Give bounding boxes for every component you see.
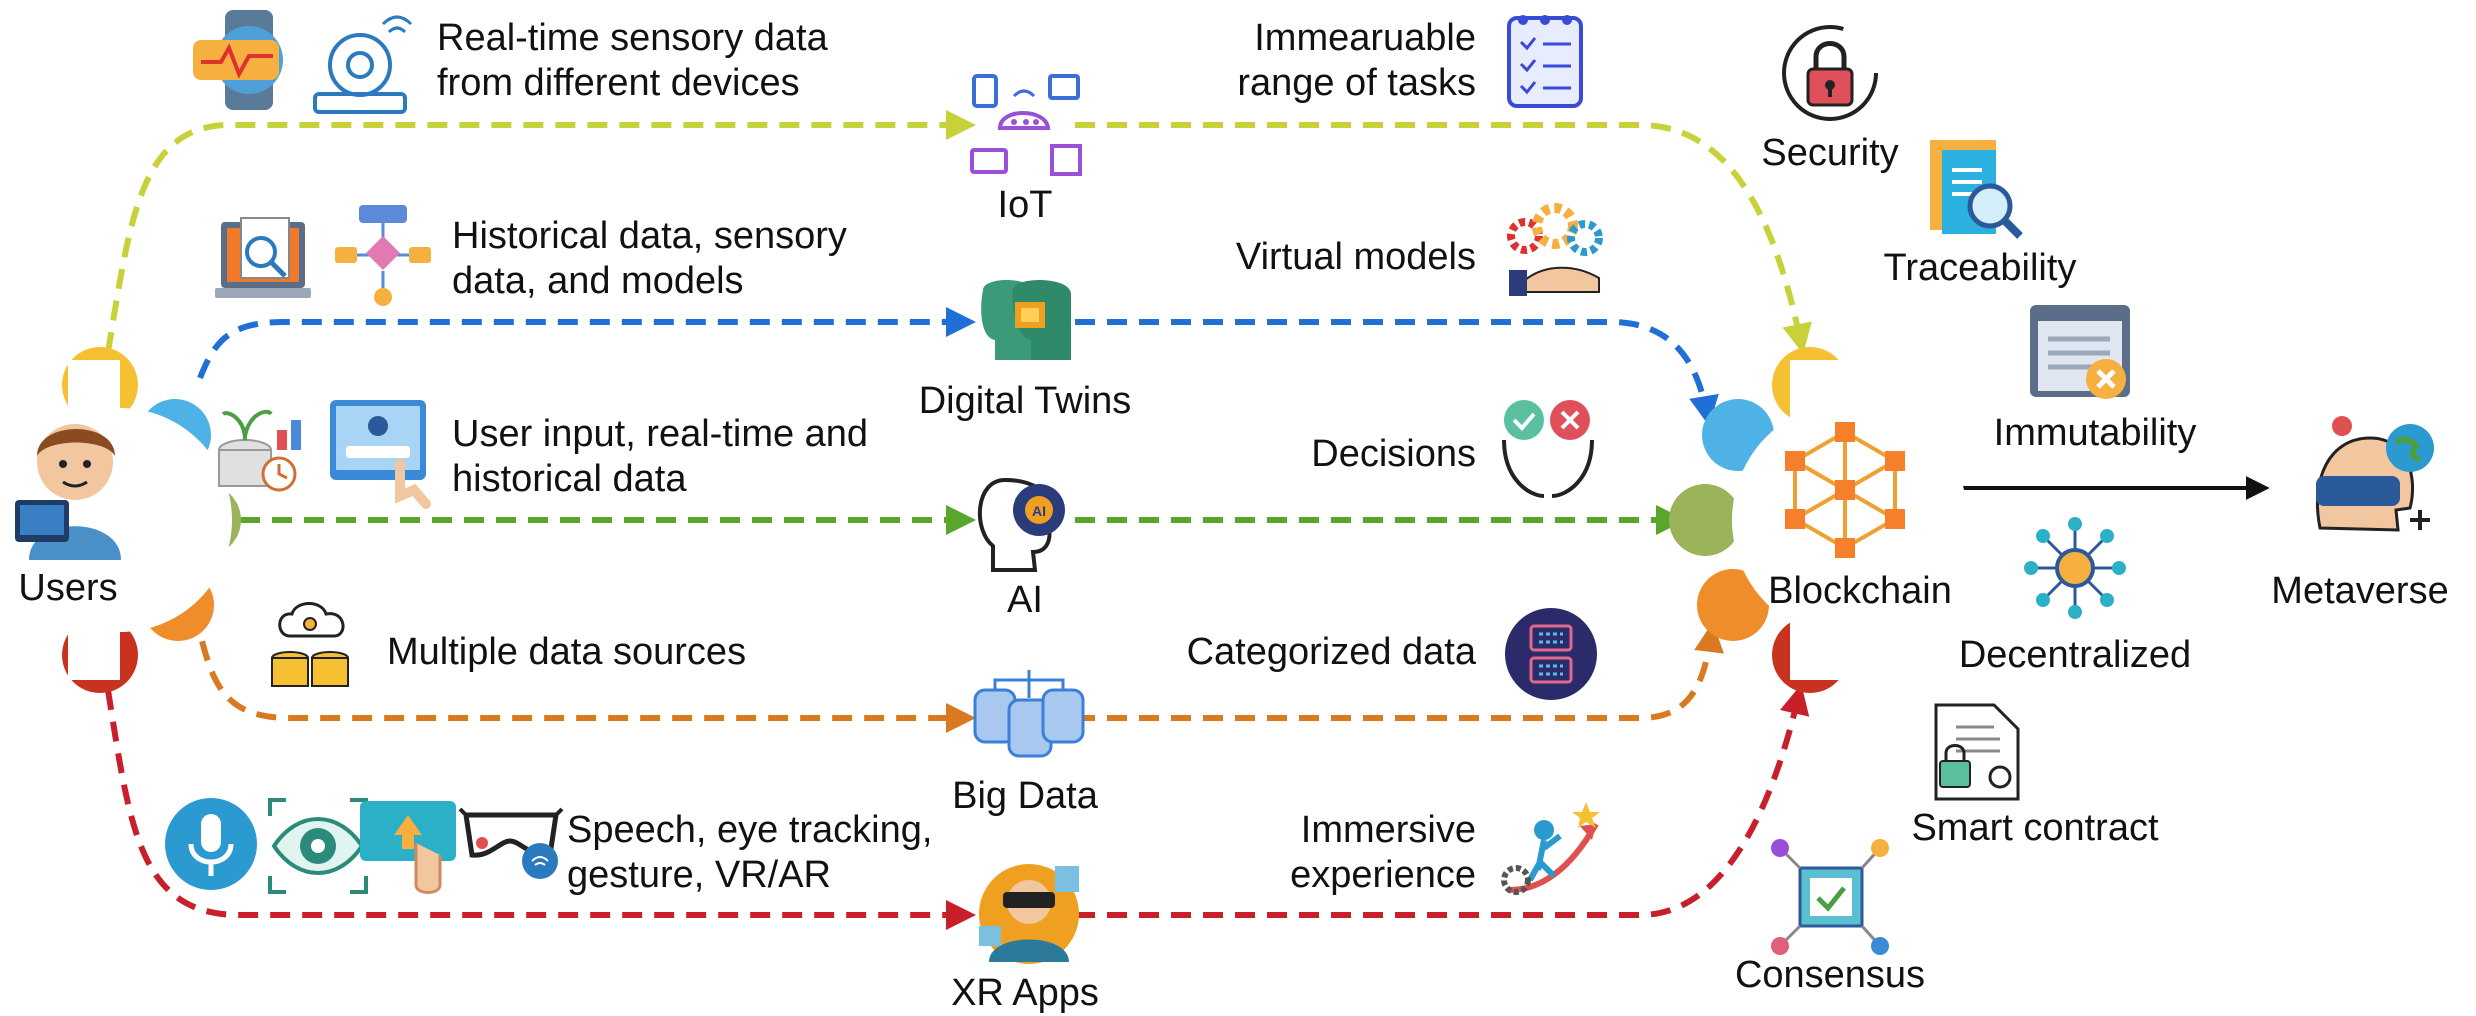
task-checklist-icon xyxy=(1507,15,1583,108)
immersive-experience-icon xyxy=(1501,802,1600,895)
sensor-device-icon xyxy=(313,15,413,114)
gesture-icon xyxy=(360,801,456,894)
vr-headset-icon xyxy=(458,807,564,879)
consensus-icon xyxy=(1771,839,1889,955)
big-data-label: Big Data xyxy=(952,775,1099,817)
immutability-icon xyxy=(2030,305,2130,399)
decentralized-network-icon xyxy=(2024,517,2126,619)
xr-apps-input-label: Speech, eye tracking, gesture, VR/AR xyxy=(567,809,933,896)
traceability-icon xyxy=(1930,140,2023,239)
blockchain-icon xyxy=(1785,422,1905,558)
decentralized-label: Decentralized xyxy=(1959,634,2191,676)
virtual-models-gears-icon xyxy=(1507,203,1603,296)
immutability-label: Immutability xyxy=(1994,412,2197,454)
database-growth-icon xyxy=(218,409,301,492)
smartwatch-icon xyxy=(193,10,283,110)
eye-tracking-icon xyxy=(268,798,368,894)
blockchain-label: Blockchain xyxy=(1768,570,1952,612)
digital-twins-label: Digital Twins xyxy=(919,380,1132,422)
ai-input-label: User input, real-time and historical dat… xyxy=(452,413,869,500)
consensus-label: Consensus xyxy=(1735,954,1925,996)
users-label: Users xyxy=(18,567,117,609)
big-data-input-label: Multiple data sources xyxy=(387,631,747,673)
model-flowchart-icon xyxy=(335,205,431,306)
blockchain-petal-cluster xyxy=(1669,347,1968,693)
traceability-label: Traceability xyxy=(1884,247,2077,289)
categorized-data-icon xyxy=(1505,608,1597,700)
decisions-icon xyxy=(1502,400,1594,498)
security-label: Security xyxy=(1761,132,1898,174)
big-data-output-arrow xyxy=(1075,622,1724,721)
xr-apps-output-label: Immersive experience xyxy=(1290,809,1476,896)
microphone-icon xyxy=(165,798,257,890)
iot-icon xyxy=(970,74,1082,176)
xr-apps-output-arrow xyxy=(1075,684,1810,918)
users-petal-cluster xyxy=(8,347,241,693)
metaverse-label: Metaverse xyxy=(2271,570,2448,612)
security-lock-icon xyxy=(1782,25,1878,121)
smart-contract-icon xyxy=(1934,703,2020,801)
iot-label: IoT xyxy=(998,184,1053,226)
big-data-icon xyxy=(973,670,1085,758)
svg-text:AI: AI xyxy=(1032,503,1046,519)
smart-contract-label: Smart contract xyxy=(1911,807,2159,849)
user-input-form-icon xyxy=(330,400,431,509)
digital-twins-output-label: Virtual models xyxy=(1235,236,1476,278)
iot-output-arrow xyxy=(1075,122,1812,354)
xr-apps-label: XR Apps xyxy=(951,972,1099,1014)
ai-icon: AI xyxy=(977,477,1065,572)
digital-twins-input-label: Historical data, sensory data, and model… xyxy=(452,215,847,302)
iot-input-arrow xyxy=(105,110,976,353)
users-icon xyxy=(15,424,121,560)
ai-label: AI xyxy=(1007,579,1043,621)
xr-apps-icon xyxy=(979,864,1079,964)
big-data-output-label: Categorized data xyxy=(1186,631,1476,673)
xr-apps-input-arrow xyxy=(105,689,976,930)
ai-output-label: Decisions xyxy=(1311,433,1476,475)
cloud-database-icon xyxy=(271,602,349,687)
metaverse-icon xyxy=(2315,416,2434,532)
digital-twins-input-arrow xyxy=(197,307,976,380)
digital-twins-icon xyxy=(981,279,1071,360)
iot-input-label: Real-time sensory data from different de… xyxy=(437,17,828,104)
iot-output-label: Immearuable range of tasks xyxy=(1237,17,1476,104)
digital-twins-output-arrow xyxy=(1075,319,1719,426)
laptop-analytics-icon xyxy=(215,217,311,298)
